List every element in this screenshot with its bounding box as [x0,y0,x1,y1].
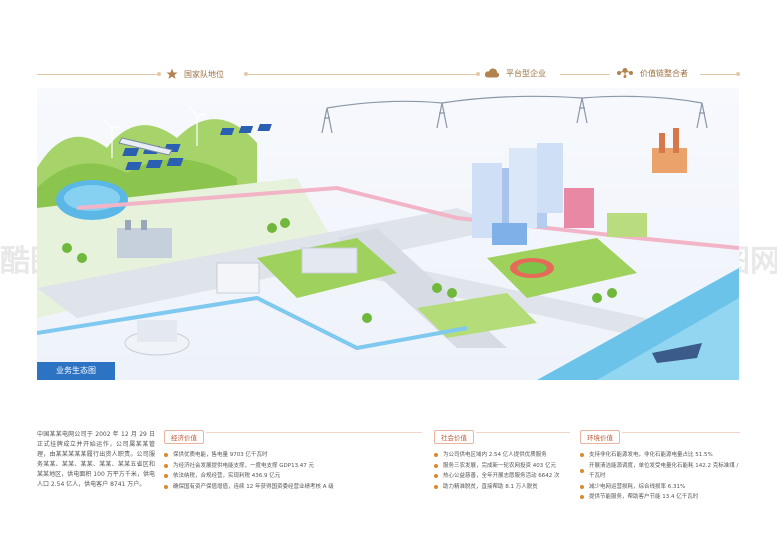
panel-title: 社会价值 [434,430,474,444]
city-scene-graphic [37,95,739,380]
header-item-label: 国家队地位 [184,69,224,79]
list-item: 热心公益慈善，全年开展志愿服务活动 6642 次 [434,471,570,482]
list-item: 为经济社会发展提供电能支撑，一度电支撑 GDP13.47 元 [164,461,422,472]
list-item: 减少电网运营损耗，综合线损率 6.31% [580,482,740,493]
list-item-text: 保供优质电能，售电量 9703 亿千瓦时 [173,452,268,458]
bullet-dot [580,469,584,473]
bullet-dot [434,484,438,489]
list-item: 为公司供电区域内 2.54 亿人提供优质服务 [434,450,570,461]
list-item-text: 为经济社会发展提供电能支撑，一度电支撑 GDP13.47 元 [173,462,315,469]
cloud-icon [484,68,500,78]
list-item-text: 助力精准脱贫，直接帮助 8.1 万人脱贫 [443,483,538,490]
header-item-national-team: 国家队地位 [166,68,224,80]
list-item: 保供优质电能，售电量 9703 亿千瓦时 [164,450,422,461]
list-item-text: 服务三农发展，完成新一轮农网投资 403 亿元 [443,462,556,469]
star-icon [166,68,178,79]
bullet-dot [164,463,168,468]
economic-value-list: 保供优质电能，售电量 9703 亿千瓦时 为经济社会发展提供电能支撑，一度电支撑… [164,450,422,492]
list-item-text: 开展清洁能源调度，单位发受电量化石能耗 142.2 克标准煤 / 千瓦时 [589,462,739,480]
list-item-text: 热心公益慈善，全年开展志愿服务活动 6642 次 [443,473,560,479]
bullet-dot [580,453,584,458]
network-nodes-icon [617,68,633,78]
list-item-text: 为公司供电区域内 2.54 亿人提供优质服务 [443,452,547,458]
business-ecosystem-illustration [37,88,739,380]
list-item-text: 支持非化石能源发电，非化石能源电量占比 51.5% [589,452,713,458]
header-item-label: 价值链整合者 [640,68,688,78]
header-item-label: 平台型企业 [506,68,546,78]
list-item: 确保国有资产保值增值，连续 12 年获得国资委经营业绩考核 A 级 [164,482,422,493]
header-dot [476,72,480,76]
bullet-dot [580,484,584,489]
social-value-panel: 社会价值 为公司供电区域内 2.54 亿人提供优质服务 服务三农发展，完成新一轮… [434,425,570,492]
header-divider [560,74,610,75]
bullet-dot [580,495,584,500]
header-divider [700,74,740,75]
bullet-dot [164,453,168,458]
list-item: 提供节能服务，帮助客户节能 13.4 亿千瓦时 [580,492,740,503]
panel-divider [622,432,740,433]
bullet-dot [164,474,168,479]
environmental-value-panel: 环境价值 支持非化石能源发电，非化石能源电量占比 51.5% 开展清洁能源调度，… [580,425,740,503]
list-item-text: 减少电网运营损耗，综合线损率 6.31% [589,483,686,490]
header-dot [244,72,248,76]
header-divider [246,74,478,75]
bullet-dot [434,474,438,479]
header-divider [37,74,157,75]
list-item-text: 确保国有资产保值增值，连续 12 年获得国资委经营业绩考核 A 级 [173,483,334,490]
list-item-text: 提供节能服务，帮助客户节能 13.4 亿千瓦时 [589,494,699,500]
header-dot [736,72,740,76]
list-item-text: 依法纳税，合规经营，实现利税 436.9 亿元 [173,473,281,479]
economic-value-panel: 经济价值 保供优质电能，售电量 9703 亿千瓦时 为经济社会发展提供电能支撑，… [164,425,422,492]
panel-title: 环境价值 [580,430,620,444]
social-value-list: 为公司供电区域内 2.54 亿人提供优质服务 服务三农发展，完成新一轮农网投资 … [434,450,570,492]
list-item: 支持非化石能源发电，非化石能源电量占比 51.5% [580,450,740,461]
panel-title: 经济价值 [164,430,204,444]
panel-divider [206,432,422,433]
bullet-dot [434,463,438,468]
company-intro: 中国某某电网公司于 2002 年 12 月 29 日正式挂牌成立并开始运作，公司… [37,431,155,488]
list-item: 服务三农发展，完成新一轮农网投资 403 亿元 [434,461,570,472]
list-item: 开展清洁能源调度，单位发受电量化石能耗 142.2 克标准煤 / 千瓦时 [580,461,740,482]
bullet-dot [164,484,168,489]
list-item: 助力精准脱贫，直接帮助 8.1 万人脱贫 [434,482,570,493]
panel-divider [476,432,570,433]
scene-label: 业务生态图 [37,362,115,380]
environmental-value-list: 支持非化石能源发电，非化石能源电量占比 51.5% 开展清洁能源调度，单位发受电… [580,450,740,503]
list-item: 依法纳税，合规经营，实现利税 436.9 亿元 [164,471,422,482]
bullet-dot [434,453,438,458]
header-dot [157,72,161,76]
header-item-platform: 平台型企业 [484,67,546,79]
header-item-value-chain: 价值链整合者 [616,67,688,79]
